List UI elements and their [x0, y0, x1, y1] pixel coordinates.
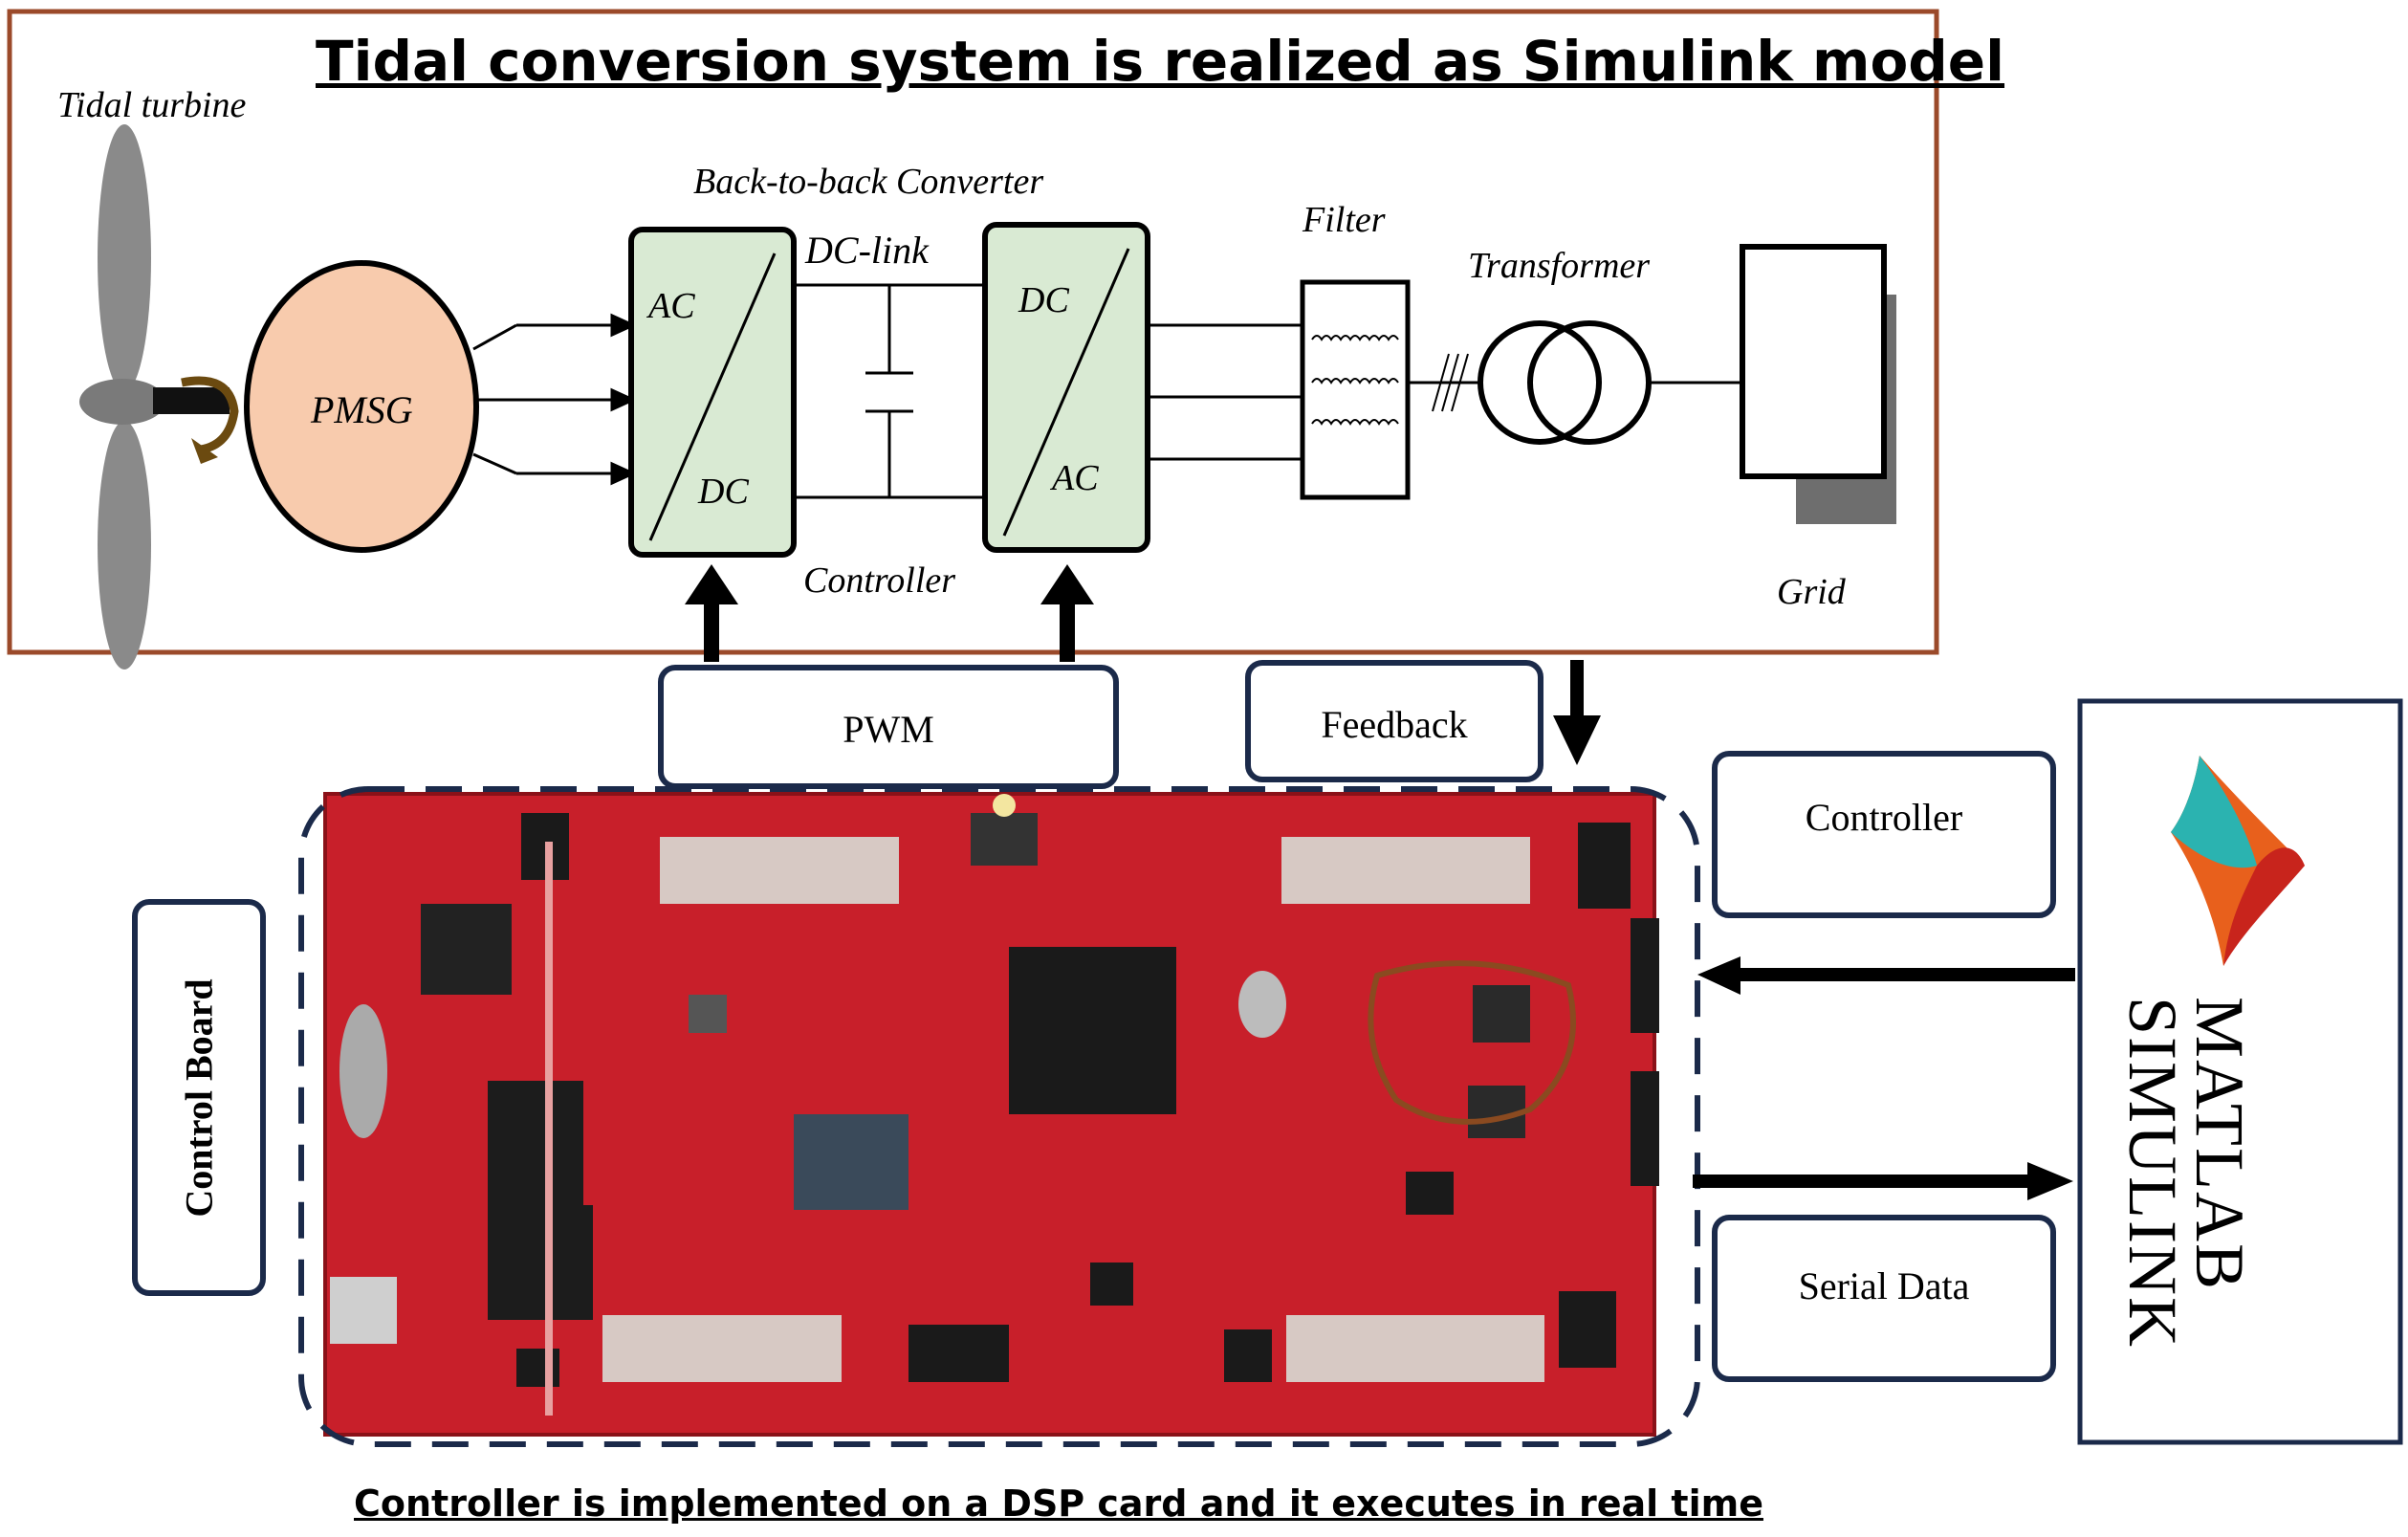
- controller-params-label: Controller: [1805, 796, 1963, 839]
- controller-label: Controller: [803, 560, 956, 601]
- control-board-label: Control Board: [177, 977, 221, 1218]
- filter-block: [1300, 279, 1411, 500]
- filter-label: Filter: [1303, 200, 1386, 240]
- simulink-text: SIMULINK: [2114, 997, 2191, 1349]
- matlab-logo-icon: [2171, 756, 2305, 966]
- transformer-icon: [1478, 320, 1652, 445]
- serial-arrows: [1693, 956, 2075, 1200]
- filter-wires: [1148, 323, 1303, 461]
- ac-wires: [472, 313, 637, 486]
- serial-data-label: Serial Data: [1798, 1264, 1970, 1307]
- diagram-title: Tidal conversion system is realized as S…: [316, 29, 2005, 94]
- rectifier-ac-label: AC: [648, 286, 695, 326]
- model-frame: [7, 9, 1939, 655]
- feedback-label: Feedback: [1321, 703, 1468, 746]
- pwm-arrows: [685, 564, 1094, 662]
- feedback-box: Feedback: [1245, 660, 1543, 782]
- grid-label: Grid: [1777, 572, 1846, 612]
- pwm-box: PWM: [658, 665, 1119, 789]
- feedback-arrow: [1553, 660, 1601, 765]
- pmsg-circle: [244, 260, 479, 553]
- serial-data-box: Serial Data: [1712, 1215, 2056, 1382]
- turbine-icon: [79, 124, 239, 670]
- transformer-label: Transformer: [1468, 246, 1651, 286]
- dc-link-wires: [794, 283, 985, 499]
- inverter-block: [982, 222, 1150, 553]
- matlab-text-container: MATLAB SIMULINK: [2114, 997, 2258, 1398]
- dsp-board-image: [323, 792, 1659, 1437]
- grid-block: [1740, 244, 1887, 479]
- board-dashed-frame: [298, 786, 1700, 1447]
- pmsg-label: PMSG: [311, 388, 413, 431]
- controller-params-box: Controller: [1712, 751, 2056, 918]
- tidal-turbine-label: Tidal turbine: [57, 85, 247, 125]
- inverter-dc-label: DC: [1018, 280, 1069, 320]
- back-to-back-label: Back-to-back Converter: [693, 162, 1044, 202]
- rectifier-dc-label: DC: [698, 472, 749, 512]
- rectifier-block: [628, 227, 797, 558]
- dc-link-label: DC-link: [805, 229, 929, 272]
- inverter-ac-label: AC: [1052, 458, 1099, 498]
- pwm-label: PWM: [843, 708, 934, 751]
- bottom-caption: Controller is implemented on a DSP card …: [354, 1482, 1763, 1525]
- control-board-box: Control Board: [132, 899, 266, 1296]
